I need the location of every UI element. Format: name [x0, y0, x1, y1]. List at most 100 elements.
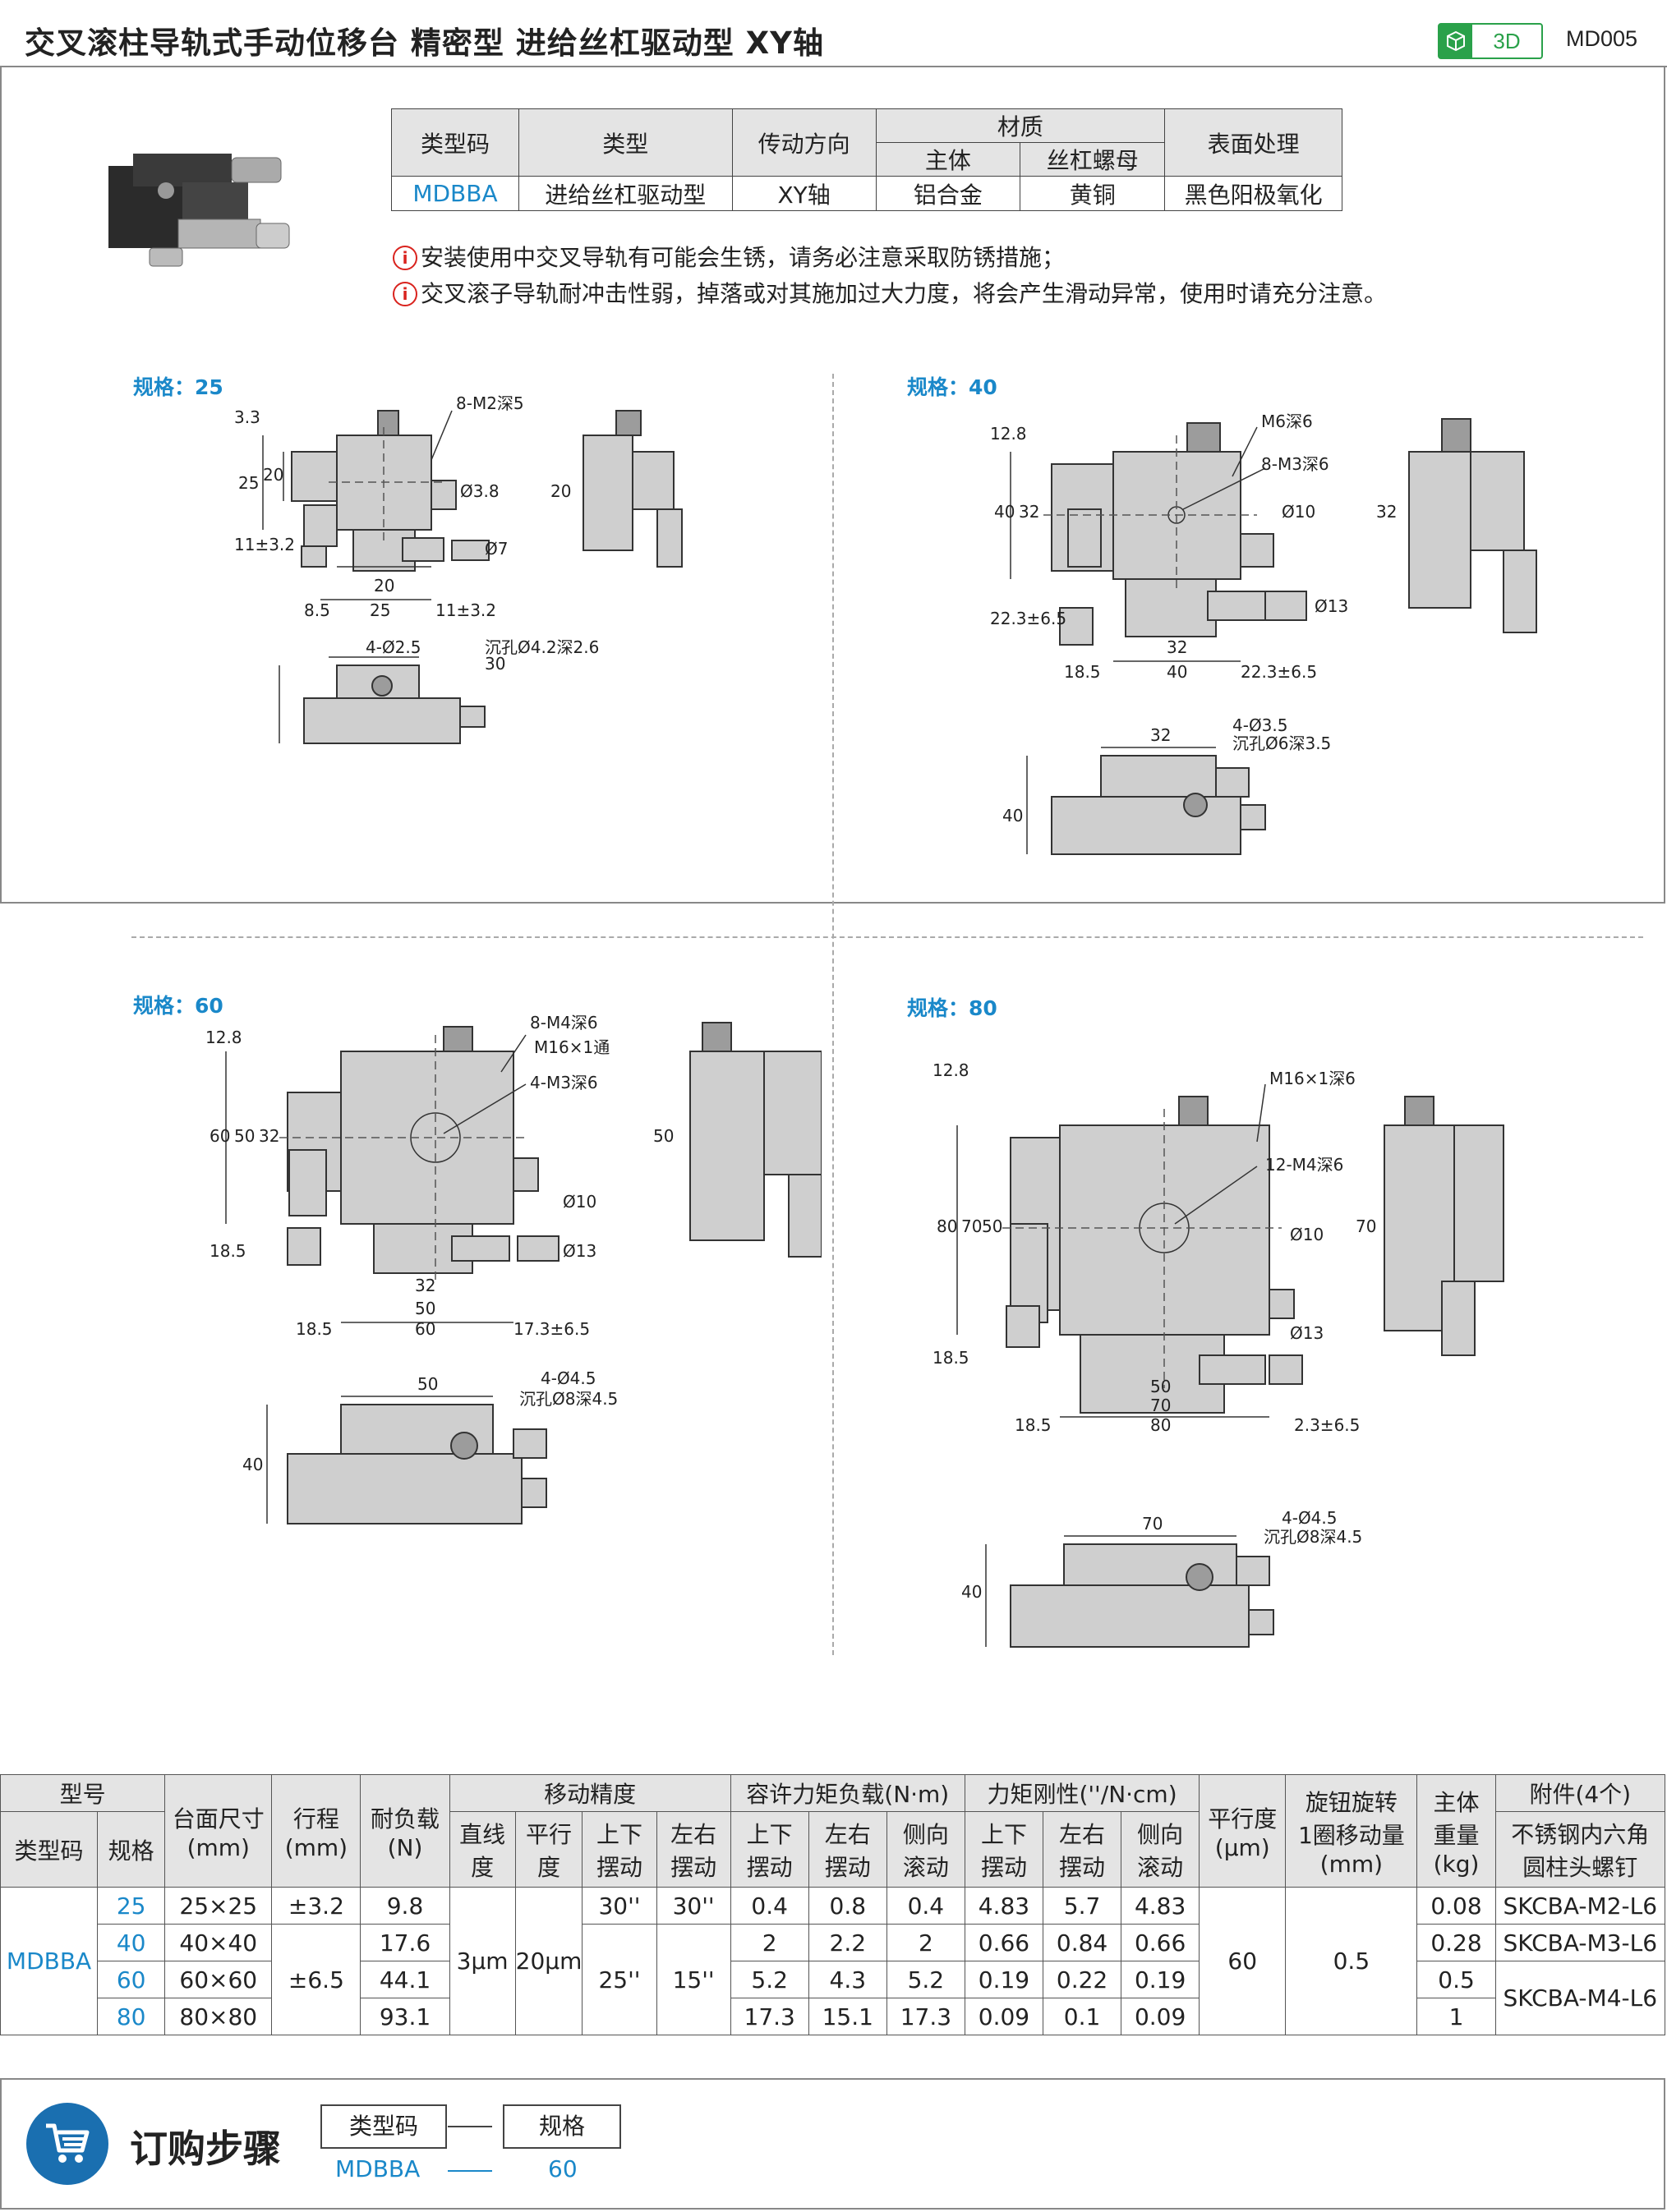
spec-label-40: 规格：40: [907, 375, 997, 399]
th-material: 材质: [875, 108, 1166, 143]
dim-label: 40: [242, 1455, 263, 1474]
th-m-pitch: 上下 摆动: [730, 1811, 809, 1888]
order-box-type-code: 类型码: [320, 2104, 447, 2149]
dim-label: Ø7: [485, 539, 508, 559]
td-yaw: 30'': [656, 1887, 731, 1925]
dim-label: 40: [1167, 662, 1187, 682]
dim-label: 40: [1002, 806, 1023, 825]
th-m-yaw: 左右 摆动: [808, 1811, 887, 1888]
dim-label: 4-Ø4.5: [541, 1368, 596, 1388]
dim-label: 20: [550, 481, 571, 501]
td-type-code: MDBBA: [391, 176, 519, 211]
th-stiffness: 力矩刚性(''/N·cm): [964, 1774, 1200, 1812]
dim-label: 11±3.2: [234, 535, 295, 554]
drawing-40: M6深6 8-M3深6 12.8 40 32 Ø10 22.3±6.5 Ø13 …: [990, 412, 1537, 855]
dim-label: 25: [370, 600, 390, 620]
dim-label: 50: [982, 1216, 1002, 1236]
dim-label: 4-Ø3.5: [1232, 715, 1288, 735]
dim-label: Ø13: [1315, 596, 1348, 616]
th-body: 主体: [875, 142, 1021, 177]
td-m-pitch: 5.2: [730, 1961, 809, 1998]
dim-label: 32: [1167, 637, 1187, 657]
3d-model-button[interactable]: 3D: [1438, 23, 1543, 59]
dim-label: 8-M3深6: [1261, 454, 1329, 474]
td-spec: 40: [97, 1924, 166, 1961]
page-title: 交叉滚柱导轨式手动位移台 精密型 进给丝杠驱动型 XY轴: [25, 25, 824, 61]
info-icon: i: [393, 282, 417, 306]
td-m-roll: 0.4: [886, 1887, 965, 1925]
dim-label: 12.8: [990, 424, 1027, 444]
td-s-roll: 0.19: [1121, 1961, 1200, 1998]
dim-label: 20: [263, 465, 283, 485]
td-m-roll: 17.3: [886, 1998, 965, 2035]
dim-label: 40: [994, 502, 1015, 522]
dim-label: 70: [961, 1216, 982, 1236]
td-s-yaw: 0.84: [1042, 1924, 1122, 1961]
dim-label: 70: [1142, 1514, 1163, 1534]
dim-label: 32: [259, 1126, 279, 1146]
td-size: 25×25: [164, 1887, 273, 1925]
order-box-spec: 规格: [503, 2104, 621, 2149]
td-m-roll: 2: [886, 1924, 965, 1961]
dim-label: 3.3: [234, 407, 260, 427]
dim-label: Ø3.8: [460, 481, 500, 501]
td-surface: 黑色阳极氧化: [1164, 176, 1342, 211]
dim-label: 11±3.2: [435, 600, 496, 620]
td-s-yaw: 5.7: [1042, 1887, 1122, 1925]
th-spec: 规格: [97, 1811, 166, 1888]
td-type-code: MDBBA: [0, 1887, 99, 2035]
th-surface: 表面处理: [1164, 108, 1342, 177]
td-parallel: 20μm: [514, 1887, 583, 2035]
td-size: 60×60: [164, 1961, 273, 1998]
td-weight: 0.28: [1416, 1924, 1496, 1961]
td-accessory: SKCBA-M4-L6: [1494, 1961, 1666, 2035]
dim-label: 2.3±6.5: [1294, 1415, 1360, 1435]
dim-label: 22.3±6.5: [1241, 662, 1317, 682]
spec-label-60: 规格：60: [133, 994, 223, 1018]
spec-label-80: 规格：80: [907, 996, 997, 1020]
dim-label: 32: [1150, 725, 1171, 745]
td-size: 40×40: [164, 1924, 273, 1961]
td-accessory: SKCBA-M3-L6: [1494, 1924, 1666, 1961]
dim-label: 4-Ø4.5: [1282, 1508, 1338, 1528]
td-m-yaw: 4.3: [808, 1961, 887, 1998]
dim-label: M16×1通: [534, 1037, 610, 1057]
dim-label: Ø10: [1290, 1225, 1324, 1244]
td-yaw: 15'': [656, 1924, 731, 2035]
dim-label: 40: [961, 1582, 982, 1602]
dim-label: 22.3±6.5: [990, 609, 1066, 628]
dim-label: 32: [1019, 502, 1039, 522]
td-pitch: 30'': [582, 1887, 657, 1925]
td-m-pitch: 2: [730, 1924, 809, 1961]
td-stroke: ±3.2: [271, 1887, 361, 1925]
page-code: MD005: [1566, 26, 1638, 51]
td-m-yaw: 0.8: [808, 1887, 887, 1925]
td-parallelism: 60: [1199, 1887, 1287, 2035]
td-body: 铝合金: [875, 176, 1021, 211]
order-title: 订购步骤: [130, 2127, 281, 2171]
dim-label: 8-M2深5: [456, 393, 524, 413]
3d-label: 3D: [1493, 28, 1521, 53]
cart-icon: [26, 2103, 108, 2185]
td-spec: 25: [97, 1887, 166, 1925]
td-weight: 1: [1416, 1998, 1496, 2035]
td-direction: XY轴: [731, 176, 877, 211]
td-spec: 60: [97, 1961, 166, 1998]
dim-label: 沉孔Ø8深4.5: [1264, 1527, 1362, 1547]
spec-table: 类型码 类型 传动方向 材质 表面处理 主体 丝杠螺母 MDBBA 进给丝杠驱动…: [391, 108, 1342, 211]
dim-label: 70: [1356, 1216, 1376, 1236]
th-parallelism: 平行度 (μm): [1199, 1774, 1287, 1888]
th-direction: 传动方向: [731, 108, 877, 177]
note-text: 安装使用中交叉导轨有可能会生锈，请务必注意采取防锈措施；: [421, 244, 1066, 271]
td-spec: 80: [97, 1998, 166, 2035]
td-weight: 0.5: [1416, 1961, 1496, 1998]
dim-label: 17.3±6.5: [513, 1319, 590, 1339]
dim-label: 4-Ø2.5: [366, 637, 421, 657]
td-s-roll: 0.09: [1121, 1998, 1200, 2035]
td-nut: 黄铜: [1020, 176, 1166, 211]
header-divider: [0, 66, 1667, 67]
dim-label: 12.8: [205, 1028, 242, 1047]
horizontal-divider: [131, 936, 1643, 938]
drawing-25: 8-M2深5 3.3 25 20 Ø3.8 Ø7 11±3.2 20 8.5 2…: [234, 393, 683, 744]
